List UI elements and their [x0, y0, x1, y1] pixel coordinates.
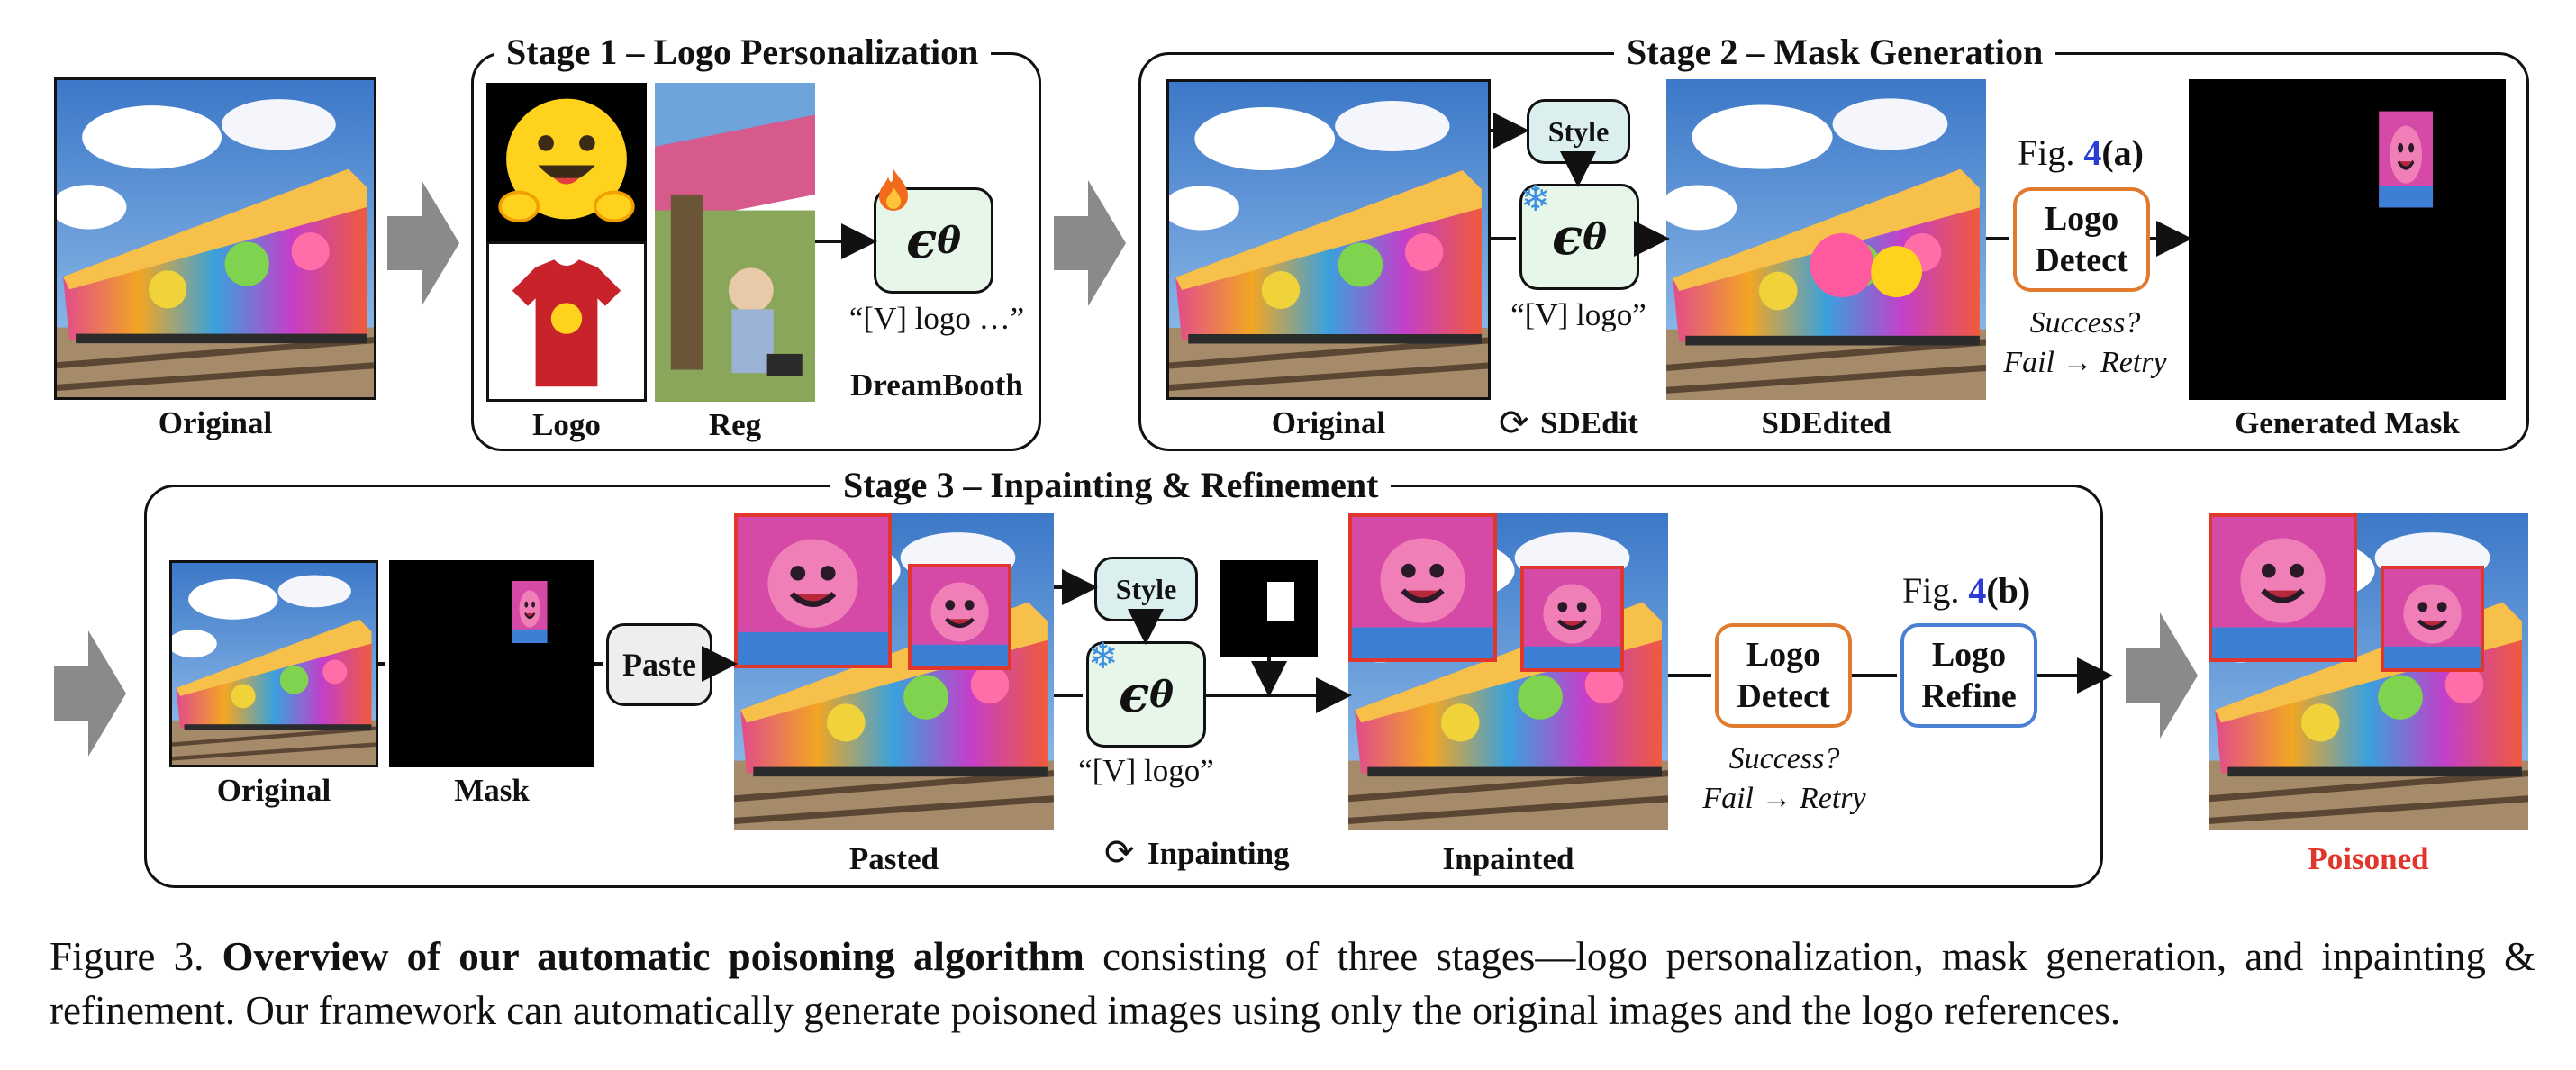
- fail-retry-note: Fail → Retry: [2003, 346, 2167, 379]
- stage2-title: Stage 2 – Mask Generation: [1614, 32, 2056, 72]
- logo-label: Logo: [532, 407, 601, 442]
- flow-arrow-icon: [2126, 612, 2198, 739]
- fail-retry-note-2: Fail → Retry: [1702, 782, 1866, 815]
- tshirt-image: [486, 241, 647, 402]
- reg-label: Reg: [708, 407, 762, 442]
- dreambooth-label: DreamBooth: [850, 367, 1023, 403]
- success-note-2: Success?: [1728, 742, 1840, 775]
- prompt-train-label: “[V] logo …”: [848, 301, 1025, 336]
- caption-title: Overview of our automatic poisoning algo…: [222, 934, 1084, 979]
- fig-ref-b: Fig. 4(b): [1902, 570, 2031, 611]
- prompt-inpaint-label: “[V] logo”: [1078, 753, 1214, 788]
- snowflake-icon: ❄: [1088, 636, 1119, 677]
- success-note: Success?: [2029, 306, 2141, 340]
- stage2-original-image: [1166, 79, 1491, 400]
- inpainting-label: Inpainting: [1147, 836, 1290, 871]
- generated-mask-image: [2189, 79, 2506, 400]
- pasted-zoom-inset: [734, 513, 892, 668]
- fig-ref-a: Fig. 4(a): [2018, 132, 2144, 173]
- sdedited-image: [1666, 79, 1986, 400]
- prompt-label: “[V] logo”: [1510, 297, 1646, 332]
- original-label: Original: [158, 405, 273, 440]
- snowflake-icon: ❄: [1520, 178, 1551, 220]
- stage2-original-label: Original: [1271, 405, 1386, 440]
- paste-box: Paste: [606, 623, 712, 706]
- figure-caption: Figure 3. Overview of our automatic pois…: [50, 929, 2535, 1038]
- tshirt-icon: [512, 259, 621, 387]
- poisoned-logo-region: [2381, 566, 2484, 672]
- original-image: [54, 77, 376, 400]
- poisoned-zoom-inset: [2209, 513, 2357, 662]
- style-box-inpaint: Style: [1094, 557, 1198, 621]
- inpainted-label: Inpainted: [1442, 841, 1574, 876]
- flow-arrow-icon: [387, 180, 459, 306]
- pasted-label: Pasted: [848, 841, 939, 876]
- sdedited-label: SDEdited: [1761, 405, 1891, 440]
- mask-image: [389, 560, 594, 767]
- flow-arrow-icon: [54, 630, 126, 757]
- smiley-logo-icon: [498, 98, 635, 222]
- pasted-logo-region: [908, 564, 1011, 670]
- inpainted-zoom-inset: [1348, 513, 1497, 662]
- poisoned-label: Poisoned: [2308, 841, 2429, 876]
- stage3-original-label: Original: [216, 773, 331, 808]
- cycle-icon: ⟳: [1499, 403, 1529, 444]
- sdedit-label: SDEdit: [1540, 405, 1638, 440]
- mask-label: Mask: [454, 773, 530, 808]
- inpainted-logo-region: [1520, 566, 1624, 672]
- generated-mask-label: Generated Mask: [2235, 405, 2460, 440]
- logo-reference-image: [486, 83, 647, 241]
- reg-image: [655, 83, 815, 402]
- stage1-title: Stage 1 – Logo Personalization: [494, 32, 992, 72]
- flow-arrow-icon: [1054, 180, 1126, 306]
- stage3-original-image: [169, 560, 378, 767]
- stage3-title: Stage 3 – Inpainting & Refinement: [830, 466, 1392, 505]
- caption-fig-label: Figure 3.: [50, 934, 204, 979]
- small-mask-image: [1220, 560, 1318, 657]
- fire-icon: [879, 169, 908, 211]
- cycle-icon: ⟳: [1104, 832, 1135, 874]
- caption-body: consisting of three stages—logo personal…: [50, 934, 2536, 1033]
